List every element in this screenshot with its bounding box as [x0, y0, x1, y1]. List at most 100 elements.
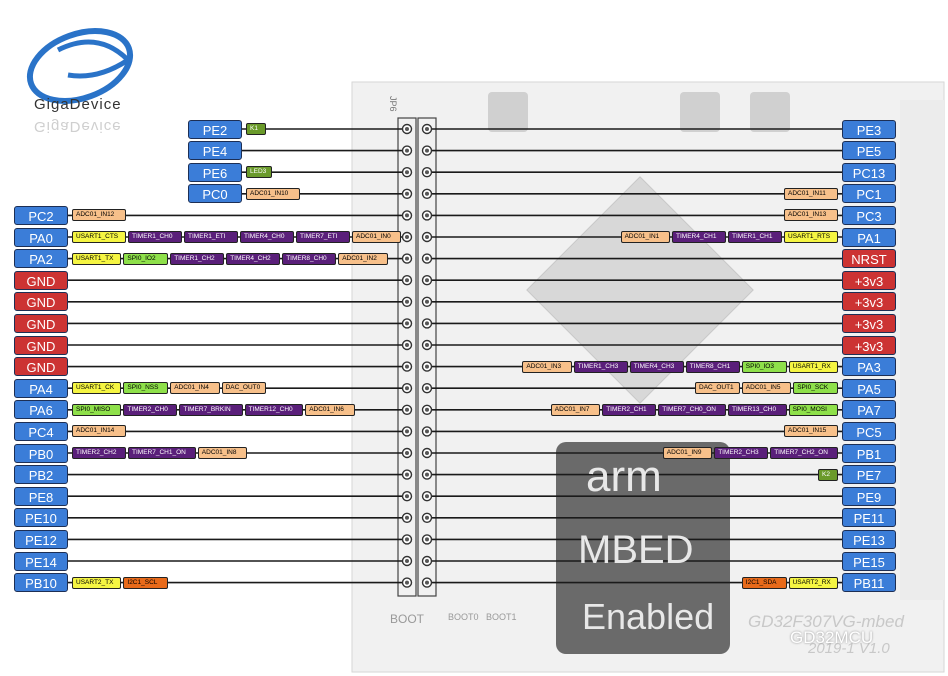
left-pin-pe6-2: PE6 [188, 162, 242, 182]
signal-tag: SPI0_IO2 [123, 252, 169, 265]
header-pin-right-18-hole [425, 515, 429, 520]
signal-tag: USART1_RTS [784, 231, 838, 243]
right-pin-pe13-19: PE13 [842, 529, 896, 549]
header-pin-right-6-hole [425, 256, 429, 261]
signal-tag: USART2_RX [788, 576, 838, 589]
brand-name: GigaDevice [34, 96, 122, 113]
arm-line-3: Enabled [582, 596, 715, 637]
signal-tag: K2 [818, 468, 838, 481]
left-pin-pe4-1: PE4 [188, 141, 242, 161]
header-pin-left-8-hole [405, 299, 409, 304]
signal-tag: ADC01_IN2 [338, 252, 388, 265]
signal-tag: ADC01_IN0 [352, 231, 402, 243]
right-pin-pe15-20: PE15 [842, 551, 896, 571]
signal-tag: TIMER7_CH1_ON [128, 447, 196, 459]
signal-tag: USART1_CTS [72, 231, 126, 243]
signal-tag: ADC01_IN4 [170, 382, 220, 395]
right-pin-3v3-8: +3v3 [842, 292, 896, 312]
signal-tag: TIMER8_CH0 [282, 252, 337, 265]
header-pin-right-5-hole [425, 235, 429, 239]
header-pin-right-15-hole [425, 451, 429, 455]
header-pin-layer [401, 123, 433, 588]
signal-tag: ADC01_IN7 [550, 403, 601, 416]
button-k2 [750, 92, 790, 132]
brand-name-reflection: GigaDevice [34, 118, 122, 135]
right-pin-pc1-3: PC1 [842, 184, 896, 204]
right-pin-3v3-9: +3v3 [842, 313, 896, 333]
left-pin-pe8-17: PE8 [14, 486, 68, 506]
header-pin-left-12-hole [405, 386, 409, 391]
signal-tag: ADC01_IN3 [522, 360, 572, 373]
header-pin-right-13-hole [425, 407, 429, 412]
header-pin-left-4-hole [405, 213, 409, 218]
signal-tag: ADC01_IN9 [662, 447, 713, 459]
header-pin-right-10-hole [425, 343, 429, 347]
signal-tag: TIMER2_CH2 [72, 447, 126, 459]
left-pin-gnd-8: GND [14, 292, 68, 312]
signal-tag: SPI0_IO3 [741, 360, 787, 373]
right-pin-pe7-16: PE7 [842, 465, 896, 485]
right-pin-pe5-1: PE5 [842, 141, 896, 161]
signal-tag: USART1_CK [72, 382, 122, 395]
gigadevice-logo [26, 28, 134, 104]
left-pin-pb0-15: PB0 [14, 443, 68, 463]
right-pin-pc3-4: PC3 [842, 205, 896, 225]
header-pin-right-11-hole [425, 364, 429, 369]
right-pin-pe3-0: PE3 [842, 119, 896, 139]
right-pin-3v3-7: +3v3 [842, 270, 896, 290]
header-pin-left-2-hole [405, 170, 409, 175]
signal-tag: TIMER7_ETI [296, 231, 350, 243]
left-pin-pa2-6: PA2 [14, 249, 68, 269]
signal-tag: TIMER13_CH0 [728, 403, 787, 416]
signal-tag: ADC01_IN10 [246, 187, 300, 200]
signal-tag: SPI0_NSS [123, 382, 169, 395]
header-pin-right-17-hole [425, 494, 429, 499]
header-pin-right-14-hole [425, 429, 429, 434]
signal-tag: TIMER2_CH0 [123, 403, 178, 416]
right-pin-pa7-13: PA7 [842, 400, 896, 420]
header-pin-right-4-hole [425, 213, 429, 218]
signal-tag: LED3 [246, 166, 273, 179]
board-right-edge [900, 100, 944, 600]
right-pin-pa1-5: PA1 [842, 227, 896, 247]
button-reset [488, 92, 528, 132]
signal-tag: K1 [246, 123, 266, 135]
signal-tag: ADC01_IN12 [72, 209, 126, 222]
signal-tag: ADC01_IN15 [784, 425, 838, 438]
left-pin-gnd-9: GND [14, 313, 68, 333]
signal-tag: TIMER4_CH3 [629, 360, 684, 373]
left-pin-gnd-11: GND [14, 357, 68, 377]
header-pin-right-8-hole [425, 299, 429, 304]
signal-tag: TIMER8_CH1 [685, 360, 740, 373]
signal-tag: ADC01_IN14 [72, 425, 126, 438]
signal-tag: TIMER7_BRKIN [179, 403, 243, 416]
signal-tag: ADC01_IN6 [305, 403, 355, 416]
header-pin-right-0-hole [425, 127, 429, 131]
boot-col-1: BOOT1 [486, 612, 517, 622]
arm-line-2: MBED [578, 528, 694, 572]
header-pin-right-7-hole [425, 278, 429, 283]
arm-line-1: arm [586, 452, 662, 501]
header-pin-left-21-hole [405, 580, 409, 585]
right-pin-3v3-10: +3v3 [842, 335, 896, 355]
signal-tag: TIMER1_CH2 [170, 252, 225, 265]
header-pin-left-19-hole [405, 537, 409, 542]
left-pin-pe14-20: PE14 [14, 551, 68, 571]
right-pin-pa5-12: PA5 [842, 378, 896, 398]
header-pin-right-9-hole [425, 321, 429, 326]
signal-tag: SPI0_MISO [72, 403, 122, 416]
signal-tag: TIMER4_CH2 [226, 252, 281, 265]
left-pin-pb10-21: PB10 [14, 573, 68, 593]
header-pin-left-11-hole [405, 364, 409, 369]
signal-tag: ADC01_IN8 [197, 447, 248, 459]
header-pin-left-6-hole [405, 256, 409, 261]
left-pin-pc4-14: PC4 [14, 421, 68, 441]
signal-tag: TIMER2_CH3 [714, 447, 769, 459]
header-pin-left-17-hole [405, 494, 409, 499]
signal-tag: ADC01_IN1 [620, 231, 670, 243]
board-version: 2019-1 V1.0 [808, 640, 890, 657]
boot-col-0: BOOT0 [448, 612, 479, 622]
header-pin-left-16-hole [405, 472, 409, 477]
right-pin-pa3-11: PA3 [842, 357, 896, 377]
